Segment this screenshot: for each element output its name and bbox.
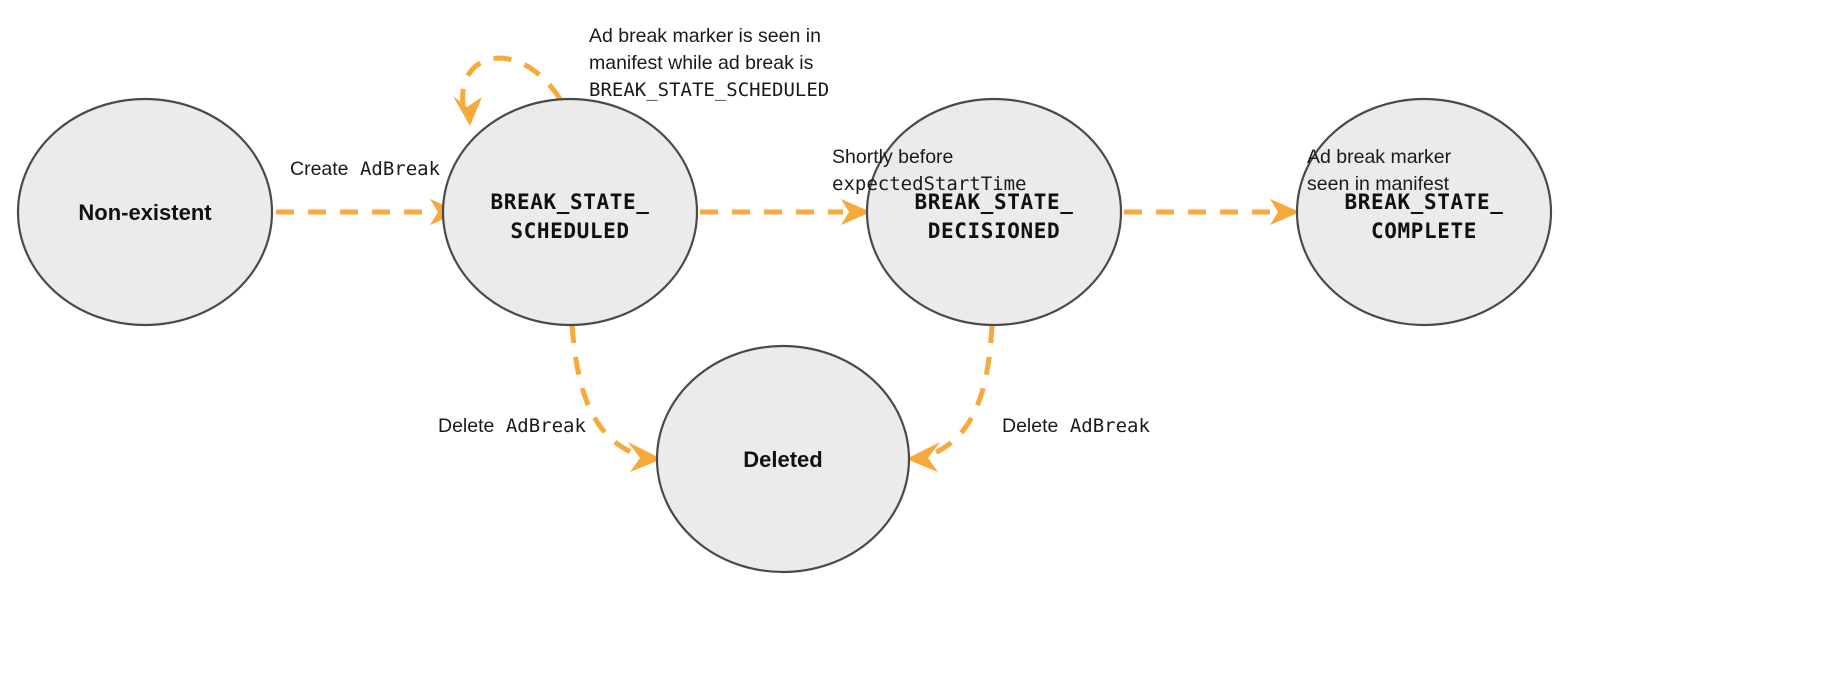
edge-label-delete-adbreak-from-decisioned: Delete AdBreak xyxy=(1002,415,1150,437)
edge-create-adbreak xyxy=(276,199,460,225)
node-non-existent[interactable]: Non-existent xyxy=(16,97,274,327)
edge-label-marker-seen-while-scheduled: Ad break marker is seen in manifest whil… xyxy=(589,25,829,101)
edge-delete-right-line xyxy=(927,324,995,459)
edge-label-shortly-line2: expectedStartTime xyxy=(832,173,1026,195)
edge-label-loop-line3: BREAK_STATE_SCHEDULED xyxy=(589,79,829,101)
edge-label-delete-adbreak-from-scheduled: Delete AdBreak xyxy=(438,415,586,437)
node-break-state-complete[interactable]: BREAK_STATE_ COMPLETE xyxy=(1295,97,1553,327)
edge-label-shortly-before: Shortly before expectedStartTime xyxy=(832,146,1026,195)
edge-label-create-word: Create xyxy=(290,158,349,180)
node-break-state-scheduled-shape[interactable] xyxy=(441,97,699,327)
edge-label-create-adbreak-text: Create AdBreak xyxy=(290,158,441,180)
edge-label-delete-left-mono: AdBreak xyxy=(506,415,587,437)
edge-marker-seen-in-manifest xyxy=(1124,199,1300,225)
edge-delete-adbreak-from-decisioned xyxy=(906,324,995,472)
edge-label-marker-seen-in-manifest: Ad break marker seen in manifest xyxy=(1307,146,1452,195)
edge-marker-seen-while-scheduled xyxy=(453,55,563,126)
node-break-state-scheduled-label-line2: SCHEDULED xyxy=(510,219,629,243)
node-break-state-decisioned[interactable]: BREAK_STATE_ DECISIONED xyxy=(865,97,1123,327)
edge-label-delete-right-mono: AdBreak xyxy=(1070,415,1151,437)
node-deleted-label: Deleted xyxy=(743,447,822,472)
edge-self-loop-line xyxy=(460,55,563,113)
edge-label-create-mono: AdBreak xyxy=(360,158,441,180)
edge-delete-adbreak-from-scheduled xyxy=(569,324,662,472)
edge-delete-left-line xyxy=(569,324,641,459)
edge-label-loop-line1: Ad break marker is seen in xyxy=(589,25,821,47)
node-deleted-shape[interactable] xyxy=(655,344,911,574)
node-break-state-scheduled-label-line1: BREAK_STATE_ xyxy=(491,190,650,214)
edge-shortly-before-expected-start-time xyxy=(700,199,871,225)
edge-label-create-adbreak: Create AdBreak xyxy=(290,158,441,180)
node-break-state-complete-shape[interactable] xyxy=(1295,97,1553,327)
edge-delete-right-arrowhead xyxy=(906,442,940,472)
edge-self-loop-arrowhead xyxy=(453,96,482,126)
node-non-existent-shape[interactable] xyxy=(16,97,274,327)
node-break-state-decisioned-label-line2: DECISIONED xyxy=(928,219,1060,243)
edge-label-delete-right-text: Delete AdBreak xyxy=(1002,415,1150,437)
edge-label-seen-line2: seen in manifest xyxy=(1307,173,1450,195)
edge-label-delete-right-word: Delete xyxy=(1002,415,1058,437)
node-break-state-decisioned-shape[interactable] xyxy=(865,97,1123,327)
edge-label-delete-left-text: Delete AdBreak xyxy=(438,415,586,437)
node-deleted[interactable]: Deleted xyxy=(655,344,911,574)
edge-label-delete-left-word: Delete xyxy=(438,415,494,437)
edge-label-loop-line2: manifest while ad break is xyxy=(589,52,814,74)
node-break-state-decisioned-label-line1: BREAK_STATE_ xyxy=(915,190,1074,214)
node-break-state-complete-label-line2: COMPLETE xyxy=(1371,219,1477,243)
edge-seen-arrowhead xyxy=(1270,199,1300,225)
node-non-existent-label: Non-existent xyxy=(78,200,212,225)
node-break-state-scheduled[interactable]: BREAK_STATE_ SCHEDULED xyxy=(441,97,699,327)
node-break-state-complete-label-line1: BREAK_STATE_ xyxy=(1345,190,1504,214)
edge-shortly-arrowhead xyxy=(841,199,871,225)
edge-delete-left-arrowhead xyxy=(628,442,662,472)
edge-label-shortly-line1: Shortly before xyxy=(832,146,953,168)
edge-label-seen-line1: Ad break marker xyxy=(1307,146,1452,168)
